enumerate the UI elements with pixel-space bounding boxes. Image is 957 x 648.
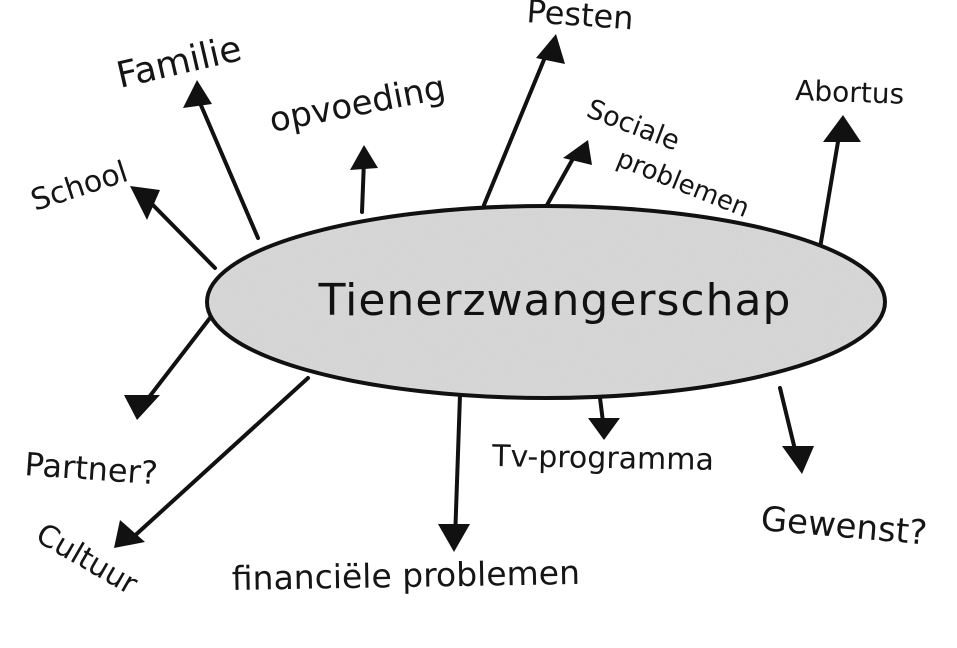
arrow-head-tv xyxy=(588,418,620,440)
pencil-shading xyxy=(211,210,881,394)
label-pesten: Pesten xyxy=(525,0,634,37)
line-school xyxy=(146,198,217,270)
arrow-head-school xyxy=(130,186,160,220)
line-abortus xyxy=(818,128,842,250)
arrow-head-familie xyxy=(183,80,212,108)
arrow-heads xyxy=(114,34,861,552)
central-topic-label: Tienerzwangerschap xyxy=(318,275,792,326)
arrow-head-gewenst xyxy=(782,446,814,474)
central-node: Tienerzwangerschap xyxy=(205,204,887,400)
arrow-head-opvoeding xyxy=(350,145,378,170)
label-opvoeding: opvoeding xyxy=(266,68,449,141)
line-financiele xyxy=(453,393,462,542)
label-familie: Familie xyxy=(113,28,246,96)
line-partner xyxy=(141,316,212,407)
label-school: School xyxy=(27,155,133,219)
arrow-head-financiele xyxy=(438,524,470,552)
arrow-head-partner xyxy=(124,395,160,420)
label-gewenst: Gewenst? xyxy=(759,499,928,553)
arrow-head-sociale xyxy=(563,140,592,165)
label-financiele: financiële problemen xyxy=(231,553,580,598)
line-familie xyxy=(195,94,260,240)
arrow-head-pesten xyxy=(536,34,565,64)
line-cultuur xyxy=(128,376,310,542)
line-sociale xyxy=(545,153,577,207)
label-abortus: Abortus xyxy=(795,74,905,111)
connector-lines xyxy=(128,48,842,542)
label-partner: Partner? xyxy=(23,445,159,492)
line-pesten xyxy=(482,48,550,207)
label-tv: Tv-programma xyxy=(491,439,714,478)
arrow-head-abortus xyxy=(823,115,861,142)
arrow-head-cultuur xyxy=(114,520,145,548)
